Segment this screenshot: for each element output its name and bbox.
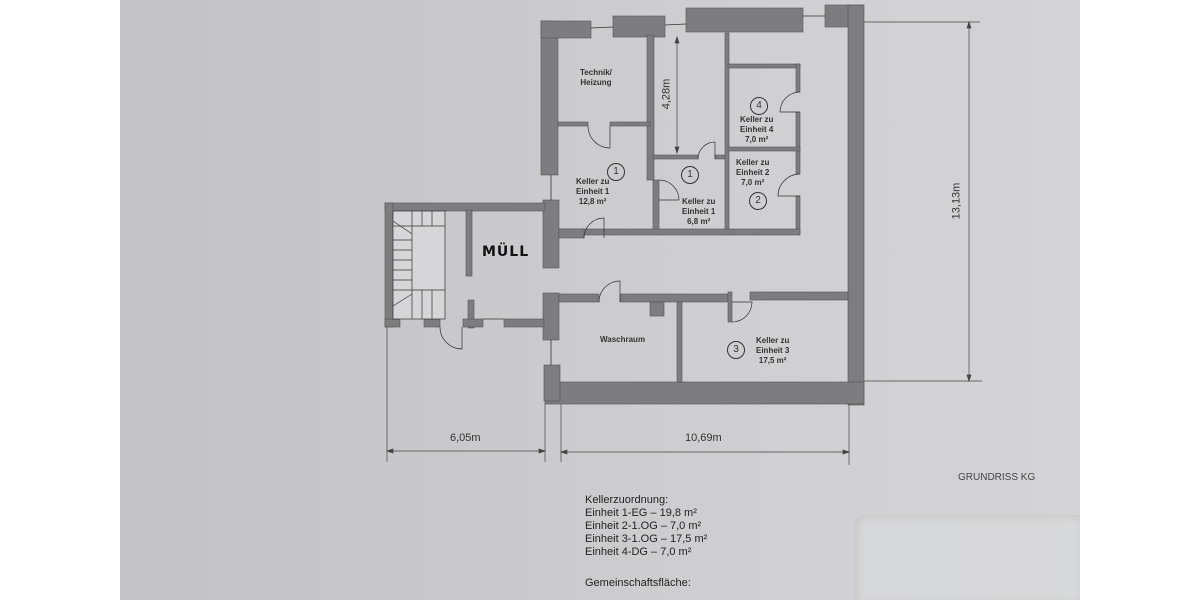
- room-waschraum: Waschraum: [600, 335, 646, 344]
- room-keller-einheit-4: Keller zu Einheit 4 7,0 m²: [740, 115, 773, 145]
- room-area: 6,8 m²: [687, 217, 711, 226]
- floor-plan-photo: Technik/ Heizung 1 Keller zu Einheit 1 1…: [120, 0, 1080, 600]
- room-label-line: Keller zu: [736, 158, 770, 167]
- room-keller-einheit-1-a: Keller zu Einheit 1 12,8 m²: [576, 177, 609, 207]
- legend-item: Einheit 2-1.OG – 7,0 m²: [585, 520, 702, 532]
- unit-number-badge: 4: [750, 97, 768, 115]
- room-keller-einheit-1-b: Keller zu Einheit 1 6,8 m²: [682, 197, 715, 227]
- unit-number-badge: 2: [749, 192, 767, 210]
- dimension-height-inner: 4,28m: [660, 78, 673, 110]
- room-label-line: Keller zu: [756, 336, 790, 345]
- room-area: 12,8 m²: [578, 197, 607, 206]
- room-label-line: Keller zu: [682, 197, 716, 206]
- legend-spacer: [585, 559, 707, 577]
- room-label-line: Einheit 4: [740, 125, 774, 134]
- room-label-line: Einheit 3: [756, 346, 790, 355]
- legend-heading: Kellerzuordnung:: [585, 494, 669, 506]
- room-label-line: Heizung: [580, 78, 612, 87]
- legend-item: Einheit 4-DG – 7,0 m²: [585, 546, 692, 558]
- dimension-width-right: 10,69m: [685, 432, 722, 444]
- room-technik-heizung: Technik/ Heizung: [580, 68, 612, 88]
- unit-number-badge: 1: [607, 163, 625, 181]
- floor-plan-drawing: [384, 4, 982, 465]
- room-label-line: Technik/: [580, 68, 612, 77]
- dimension-width-left: 6,05m: [450, 432, 481, 444]
- room-area: 17,5 m²: [758, 356, 787, 365]
- legend-footer: Gemeinschaftsfläche:: [585, 577, 691, 589]
- room-muell-handwritten: MÜLL: [482, 244, 530, 260]
- dimension-height-total: 13,13m: [950, 182, 963, 220]
- room-label-line: Einheit 1: [576, 187, 610, 196]
- room-keller-einheit-2: Keller zu Einheit 2 7,0 m²: [736, 158, 769, 188]
- room-label-line: Einheit 2: [736, 168, 770, 177]
- room-label-line: Einheit 1: [682, 207, 716, 216]
- drawing-title: GRUNDRISS KG: [958, 472, 1036, 483]
- room-keller-einheit-3: Keller zu Einheit 3 17,5 m²: [756, 336, 789, 366]
- room-area: 7,0 m²: [741, 178, 765, 187]
- paper-smudge: [855, 515, 1080, 600]
- basement-allocation-legend: Kellerzuordnung: Einheit 1-EG – 19,8 m² …: [585, 494, 707, 590]
- unit-number-badge: 3: [727, 341, 745, 359]
- legend-item: Einheit 1-EG – 19,8 m²: [585, 507, 697, 519]
- room-area: 7,0 m²: [745, 135, 769, 144]
- room-label-line: Keller zu: [740, 115, 774, 124]
- legend-item: Einheit 3-1.OG – 17,5 m²: [585, 533, 708, 545]
- unit-number-badge: 1: [681, 166, 699, 184]
- room-label-line: Keller zu: [576, 177, 610, 186]
